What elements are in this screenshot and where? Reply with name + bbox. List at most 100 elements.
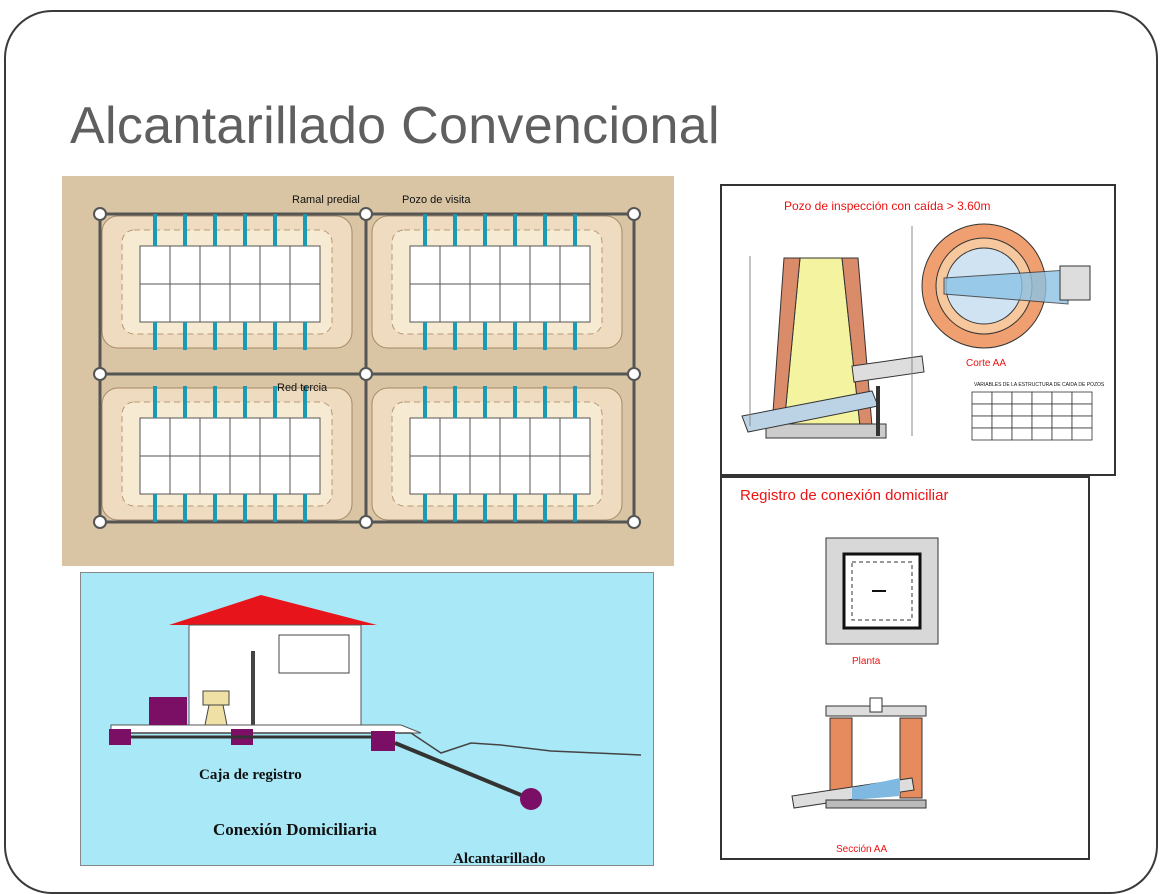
table-cell <box>971 427 993 441</box>
table-cell <box>1051 415 1073 429</box>
lot <box>409 283 441 323</box>
lot <box>199 245 231 285</box>
lot <box>499 417 531 457</box>
lot <box>559 455 591 495</box>
lot <box>529 245 561 285</box>
lot <box>229 417 261 457</box>
pozo-inspeccion-drawing: Pozo de inspección con caída > 3.60m Cor… <box>720 184 1116 476</box>
lot <box>229 245 261 285</box>
pozo-de-visita <box>359 515 373 529</box>
sewer-network-svg: Ramal predial Pozo de visita Red tercia <box>62 176 674 566</box>
lot <box>409 455 441 495</box>
registro-title: Registro de conexión domiciliar <box>740 487 948 504</box>
lot <box>439 417 471 457</box>
table-cell <box>991 403 1013 417</box>
lot <box>469 245 501 285</box>
table-cell <box>1031 391 1053 405</box>
lot <box>139 417 171 457</box>
lot <box>139 283 171 323</box>
pozo-de-visita <box>93 207 107 221</box>
sewer-network-diagram: Ramal predial Pozo de visita Red tercia <box>62 176 674 566</box>
table-cell <box>991 415 1013 429</box>
registro-conexion-svg: Registro de conexión domiciliar Planta S… <box>722 478 1088 858</box>
lot <box>529 283 561 323</box>
table-cell <box>971 415 993 429</box>
lot <box>169 455 201 495</box>
lot <box>169 417 201 457</box>
pozo-visita-label: Pozo de visita <box>402 194 471 206</box>
purple-box-a <box>149 697 187 725</box>
lot <box>259 283 291 323</box>
lot <box>439 245 471 285</box>
table-cell <box>1031 403 1053 417</box>
lot <box>289 455 321 495</box>
lot <box>139 245 171 285</box>
lot <box>199 283 231 323</box>
connection-box <box>371 731 395 751</box>
lot <box>409 417 441 457</box>
table-cell <box>1071 403 1093 417</box>
table-cell <box>1051 391 1073 405</box>
pozo-de-visita <box>627 367 641 381</box>
table-cell <box>1011 415 1033 429</box>
alcantarillado-pipe-circle <box>520 788 542 810</box>
red-label: Red tercia <box>277 382 328 394</box>
pozo-de-visita <box>93 515 107 529</box>
lot <box>199 417 231 457</box>
pozo-de-visita <box>93 367 107 381</box>
caja-registro-label: Caja de registro <box>199 767 302 783</box>
lot <box>439 455 471 495</box>
table-cell <box>1011 427 1033 441</box>
lot <box>199 455 231 495</box>
lot <box>559 417 591 457</box>
variables-table <box>971 391 1093 441</box>
lot <box>289 417 321 457</box>
table-cell <box>1011 391 1033 405</box>
lot <box>169 245 201 285</box>
pozo-de-visita <box>627 515 641 529</box>
seccion-aa-caption: Sección AA <box>836 844 887 855</box>
lot <box>559 245 591 285</box>
lot <box>139 455 171 495</box>
lot <box>439 283 471 323</box>
table-cell <box>1051 427 1073 441</box>
house-roof <box>169 595 377 625</box>
purple-box-b <box>109 729 131 745</box>
slide-title: Alcantarillado Convencional <box>70 97 720 155</box>
lot <box>499 283 531 323</box>
registro-conexion-drawing: Registro de conexión domiciliar Planta S… <box>720 476 1090 860</box>
variables-table-title: VARIABLES DE LA ESTRUCTURA DE CAIDA DE P… <box>974 382 1105 388</box>
lot <box>559 283 591 323</box>
table-cell <box>991 427 1013 441</box>
lot <box>469 417 501 457</box>
house-pipe <box>251 651 255 725</box>
table-cell <box>1071 415 1093 429</box>
lot <box>469 283 501 323</box>
house-connection-diagram: Caja de registro Conexión Domiciliaria A… <box>80 572 654 866</box>
lot <box>259 455 291 495</box>
ramal-predial-label: Ramal predial <box>292 194 360 206</box>
pozo-title: Pozo de inspección con caída > 3.60m <box>784 199 990 213</box>
lot <box>169 283 201 323</box>
table-cell <box>1051 403 1073 417</box>
pozo-inspeccion-svg: Pozo de inspección con caída > 3.60m Cor… <box>722 186 1114 474</box>
lot <box>289 245 321 285</box>
lot <box>259 417 291 457</box>
pozo-de-visita <box>627 207 641 221</box>
table-cell <box>971 403 993 417</box>
planta-caption: Planta <box>852 656 881 667</box>
table-cell <box>1031 427 1053 441</box>
lot <box>229 283 261 323</box>
lot <box>499 455 531 495</box>
table-cell <box>991 391 1013 405</box>
table-cell <box>971 391 993 405</box>
table-cell <box>1011 403 1033 417</box>
house-connection-svg: Caja de registro Conexión Domiciliaria A… <box>81 573 653 865</box>
lot <box>289 283 321 323</box>
pozo-de-visita <box>359 367 373 381</box>
conexion-domiciliaria-label: Conexión Domiciliaria <box>213 820 377 839</box>
lot <box>499 245 531 285</box>
corte-aa-caption: Corte AA <box>966 358 1006 369</box>
table-cell <box>1071 427 1093 441</box>
lot <box>529 455 561 495</box>
